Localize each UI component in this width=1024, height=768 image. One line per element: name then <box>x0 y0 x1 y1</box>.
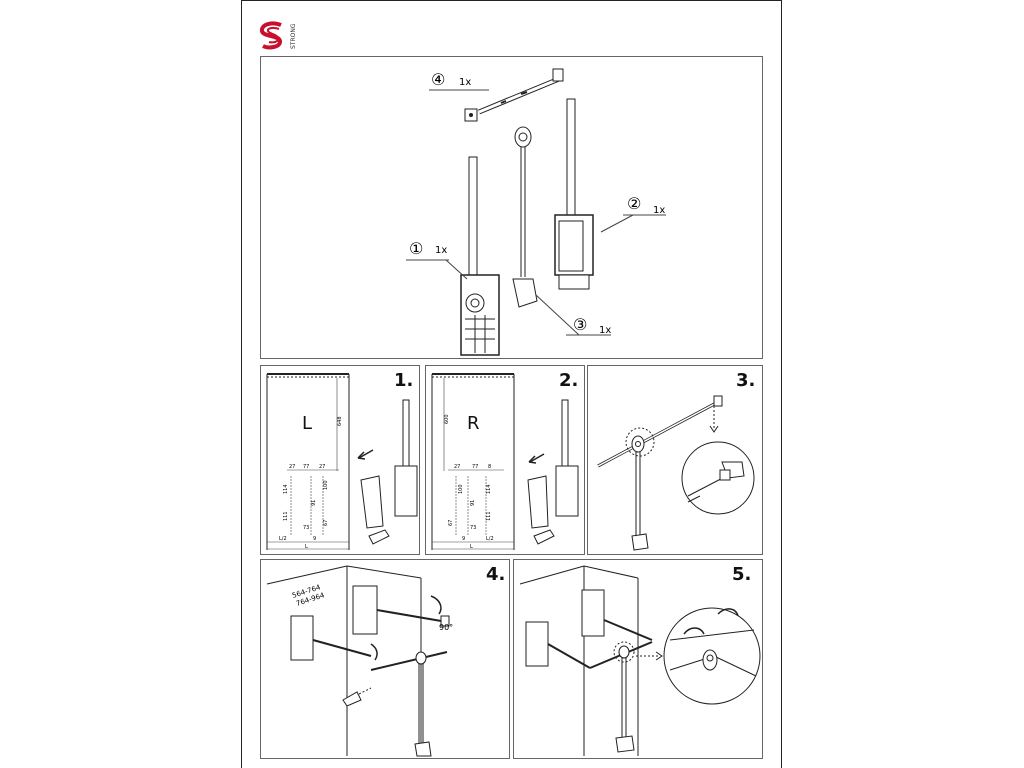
step-2-dim-d4: 111 <box>486 511 492 521</box>
part-4-number: ④ <box>431 70 445 89</box>
step-1-side-letter: L <box>302 413 313 434</box>
step-2-dim-d1: 114 <box>486 484 492 494</box>
instruction-sheet: STRONG ④ 1x <box>241 0 782 768</box>
step-2-dim-w1: 27 <box>454 464 460 470</box>
part-4-qty: 1x <box>459 77 471 88</box>
step-2-panel: 2. R 600 27 77 8 114 100 91 111 67 73 <box>425 365 585 555</box>
step-5-panel: 5. <box>513 559 763 759</box>
step-1-dim-d1: 114 <box>283 484 289 494</box>
step-1-dim-nine: 9 <box>313 536 316 542</box>
step-1-dim-d5: 67 <box>323 520 329 526</box>
step-2-dim-l: L <box>470 544 473 550</box>
part-3-number: ③ <box>573 315 587 334</box>
part-3-connector <box>512 126 538 308</box>
step-1-dim-w2: 77 <box>303 464 309 470</box>
step-2-dim-d6: 73 <box>470 525 476 531</box>
part-1-number: ① <box>409 239 423 258</box>
step-2-dim-d2: 100 <box>458 484 464 494</box>
step-1-dim-height: 648 <box>337 416 343 426</box>
part-3-qty: 1x <box>599 325 611 336</box>
step-1-number: 1. <box>394 370 414 391</box>
part-1-left-unit <box>460 156 500 356</box>
strong-logo-icon: STRONG <box>260 21 297 50</box>
step-1-dim-half: L/2 <box>279 536 287 542</box>
step-2-dim-half: L/2 <box>486 536 494 542</box>
step-2-dim-nine: 9 <box>462 536 465 542</box>
step-2-dim-w2: 77 <box>472 464 478 470</box>
step-2-dim-d5: 67 <box>448 520 454 526</box>
step-1-panel: 1. L 648 27 77 27 114 100 91 111 67 73 <box>260 365 420 555</box>
step-1-dim-d2: 100 <box>323 480 329 490</box>
step-1-dim-d3: 91 <box>311 500 317 506</box>
step-2-number: 2. <box>559 370 579 391</box>
step-3-number: 3. <box>736 370 756 391</box>
step-4-number: 4. <box>486 564 506 585</box>
step-2-dim-d3: 91 <box>470 500 476 506</box>
step-2-dim-w3: 8 <box>488 464 491 470</box>
part-2-number: ② <box>627 194 641 213</box>
part-1-qty: 1x <box>435 245 447 256</box>
step-2-dim-height: 600 <box>444 414 450 424</box>
part-2-qty: 1x <box>653 205 665 216</box>
brand-logo: STRONG <box>257 19 303 57</box>
step-4-angle: 90° <box>439 623 453 632</box>
parts-overview-panel: ④ 1x ② 1x ③ 1x <box>260 56 763 359</box>
step-2-side-letter: R <box>467 413 480 434</box>
step-1-dim-w3: 27 <box>319 464 325 470</box>
part-2-right-unit <box>554 98 594 290</box>
brand-name-text: STRONG <box>290 23 297 49</box>
part-4-rod <box>464 68 564 122</box>
step-5-number: 5. <box>732 564 752 585</box>
step-1-dim-d4: 111 <box>283 511 289 521</box>
step-4-panel: 4. 564-764 764-964 90° <box>260 559 510 759</box>
step-3-panel: 3. <box>587 365 763 555</box>
step-1-dim-l: L <box>305 544 308 550</box>
step-1-dim-w1: 27 <box>289 464 295 470</box>
step-1-dim-d6: 73 <box>303 525 309 531</box>
